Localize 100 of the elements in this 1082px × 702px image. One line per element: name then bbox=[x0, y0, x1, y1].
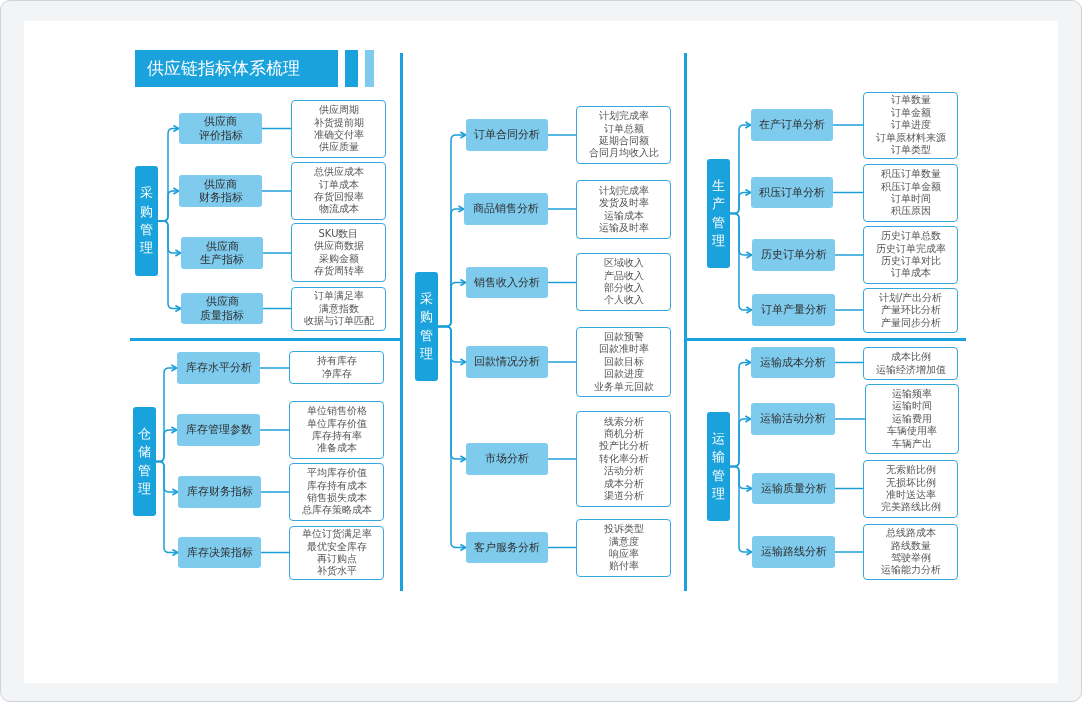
metric-text: 平均库存价值 bbox=[306, 467, 367, 480]
metric-text: 准确交付率 bbox=[313, 129, 364, 141]
metric-text: 供应质量 bbox=[318, 141, 359, 154]
metric-list-box bbox=[576, 327, 671, 397]
metric-text: 投诉类型 bbox=[603, 523, 644, 536]
metric-text: 库存持有成本 bbox=[306, 479, 367, 492]
connector-line bbox=[834, 309, 864, 311]
metric-text: 合同月均收入比 bbox=[588, 147, 659, 160]
connector-line bbox=[260, 551, 290, 554]
topic-box: 运输质量分析 bbox=[752, 473, 835, 504]
metric-text: 订单数量 bbox=[890, 94, 931, 107]
metric-list-box bbox=[576, 180, 671, 239]
metric-list-box bbox=[576, 253, 671, 311]
metric-text: 补货提前期 bbox=[313, 116, 364, 129]
metric-text: 订单总额 bbox=[603, 122, 644, 135]
connector-line bbox=[832, 124, 864, 126]
topic-box: 运输成本分析 bbox=[751, 347, 835, 378]
topic-box: 供应商评价指标 bbox=[179, 113, 262, 144]
metric-text: 驾驶举例 bbox=[890, 552, 931, 564]
metric-text: 总供应成本 bbox=[313, 166, 364, 179]
topic-box: 订单合同分析 bbox=[466, 119, 548, 151]
connector-line bbox=[834, 361, 864, 364]
topic-box: 供应商财务指标 bbox=[179, 175, 262, 207]
metric-text: 业务单元回款 bbox=[593, 380, 654, 393]
topic-box: 市场分析 bbox=[466, 443, 548, 475]
metric-text: 商机分析 bbox=[603, 428, 644, 440]
metric-text: 准备成本 bbox=[316, 442, 357, 455]
metric-text: 计划/产出分析 bbox=[878, 291, 943, 304]
connector-line bbox=[547, 546, 577, 549]
metric-list-box bbox=[863, 524, 958, 580]
metric-list-box bbox=[863, 164, 958, 222]
metric-text: 个人收入 bbox=[603, 294, 644, 307]
metric-text: 积压订单数量 bbox=[880, 168, 941, 181]
section-box: 仓储管理 bbox=[133, 407, 156, 516]
metric-text: 准时送达率 bbox=[885, 489, 936, 501]
connector-line bbox=[261, 127, 292, 130]
connector-line bbox=[259, 367, 290, 369]
metric-text: 回款准时率 bbox=[598, 343, 649, 356]
topic-box: 在产订单分析 bbox=[751, 109, 833, 141]
metric-text: 存货回报率 bbox=[313, 191, 364, 203]
metric-text: 回款目标 bbox=[603, 355, 644, 368]
arrow bbox=[437, 325, 467, 552]
metric-list-box bbox=[291, 100, 386, 158]
connector-line bbox=[547, 458, 577, 460]
connector-line bbox=[834, 487, 864, 490]
topic-box: 运输活动分析 bbox=[751, 403, 835, 435]
topic-box: 历史订单分析 bbox=[752, 239, 835, 271]
section-box: 运输管理 bbox=[707, 412, 730, 521]
metric-text: 运输成本 bbox=[603, 209, 644, 222]
metric-text: 路线数量 bbox=[890, 539, 931, 552]
metric-text: 最优安全库存 bbox=[306, 540, 367, 553]
topic-box: 订单产量分析 bbox=[752, 294, 835, 326]
section-box: 生产管理 bbox=[707, 159, 730, 268]
connector-line bbox=[834, 551, 864, 553]
metric-text: 单位销售价格 bbox=[306, 405, 367, 418]
metric-text: 区域收入 bbox=[603, 257, 644, 270]
connector-line bbox=[547, 208, 577, 210]
metric-list-box bbox=[865, 384, 959, 454]
title-banner: 供应链指标体系梳理 bbox=[135, 50, 338, 87]
metric-text: 运输时间 bbox=[892, 400, 932, 413]
metric-text: 历史订单完成率 bbox=[875, 242, 946, 255]
metric-list-box bbox=[576, 519, 671, 577]
metric-text: 补货水平 bbox=[316, 565, 357, 578]
connector-line bbox=[834, 254, 864, 256]
metric-list-box bbox=[289, 401, 384, 459]
arrow bbox=[729, 465, 753, 556]
metric-text: 线索分析 bbox=[603, 415, 644, 428]
metric-list-box bbox=[289, 351, 384, 384]
metric-text: 车辆产出 bbox=[892, 437, 932, 450]
metric-text: 产品收入 bbox=[603, 269, 644, 282]
metric-text: 满意指数 bbox=[318, 302, 359, 315]
metric-text: 回款进度 bbox=[603, 368, 644, 381]
metric-list-box bbox=[291, 287, 386, 331]
arrow bbox=[155, 460, 179, 557]
metric-list-box bbox=[289, 463, 384, 521]
topic-box: 销售收入分析 bbox=[466, 267, 548, 298]
metric-text: 无损坏比例 bbox=[885, 476, 936, 489]
metric-text: 收据与订单匹配 bbox=[303, 315, 374, 328]
metric-text: 存货周转率 bbox=[313, 264, 364, 278]
metric-text: 回款预警 bbox=[603, 331, 644, 343]
metric-list-box bbox=[863, 347, 958, 380]
metric-text: 订单进度 bbox=[890, 119, 931, 132]
arrow bbox=[729, 212, 753, 314]
connector-line bbox=[261, 190, 292, 192]
connector-line bbox=[547, 134, 577, 136]
topic-box: 客户服务分析 bbox=[466, 532, 548, 563]
metric-text: 满意度 bbox=[608, 535, 639, 548]
metric-text: 积压订单金额 bbox=[880, 180, 941, 193]
connector-line bbox=[547, 281, 577, 284]
metric-text: 运输能力分析 bbox=[880, 564, 941, 577]
section-box: 采购管理 bbox=[135, 166, 158, 276]
connector-line bbox=[547, 361, 577, 363]
topic-box: 积压订单分析 bbox=[751, 177, 833, 208]
metric-text: 成本比例 bbox=[890, 351, 931, 364]
topic-box: 商品销售分析 bbox=[464, 193, 548, 225]
metric-text: 订单类型 bbox=[890, 144, 931, 157]
metric-text: SKU数目 bbox=[318, 227, 359, 240]
metric-text: 渠道分析 bbox=[603, 490, 644, 503]
metric-text: 运输经济增加值 bbox=[875, 363, 946, 376]
metric-text: 订单成本 bbox=[890, 267, 931, 280]
